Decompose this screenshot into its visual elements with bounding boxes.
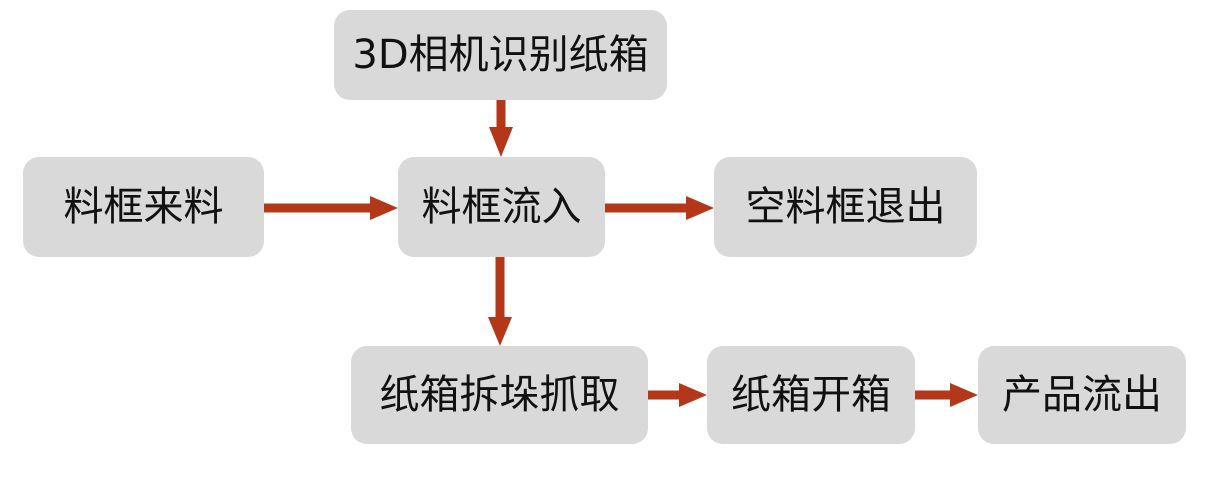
node-material-frame-incoming: 料框来料 [23,157,264,257]
node-carton-depalletize-pick: 纸箱拆垛抓取 [351,346,648,444]
node-3d-camera-recognize-carton: 3D相机识别纸箱 [334,10,667,100]
arrow-pick-to-open [648,383,707,407]
arrow-inflow-to-pick [488,257,512,346]
arrow-camera-to-inflow [489,100,513,157]
node-carton-open: 纸箱开箱 [707,346,915,444]
arrow-open-to-out [915,383,978,407]
arrow-feed-to-inflow [264,196,398,220]
node-material-frame-inflow: 料框流入 [398,157,605,257]
arrow-inflow-to-exit [605,196,714,220]
node-empty-frame-exit: 空料框退出 [714,157,977,257]
node-product-outflow: 产品流出 [978,346,1186,444]
